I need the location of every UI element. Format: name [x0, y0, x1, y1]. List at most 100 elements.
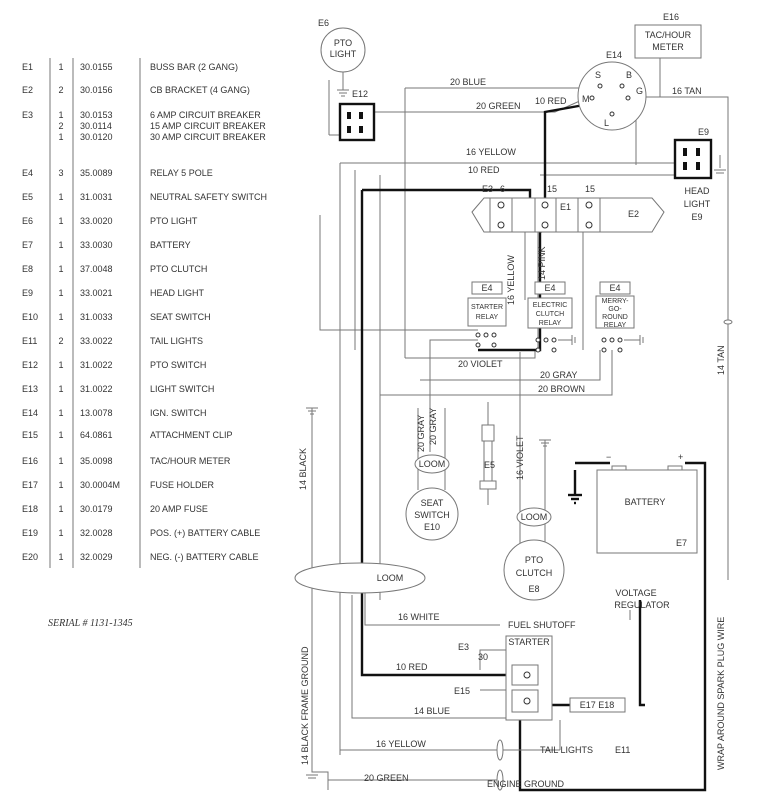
- parts-ref: E18: [22, 504, 38, 514]
- parts-ref: E20: [22, 552, 38, 562]
- pto-light-line1: PTO: [334, 38, 352, 48]
- parts-ref: E17: [22, 480, 38, 490]
- parts-desc: CB BRACKET (4 GANG): [150, 85, 250, 95]
- parts-part: 35.0089: [80, 168, 113, 178]
- pto-clutch: PTO CLUTCH E8: [503, 539, 565, 601]
- wire-20-violet: 20 VIOLET: [458, 359, 503, 369]
- e7-label: E7: [676, 538, 687, 548]
- head-light-line3: E9: [691, 212, 702, 222]
- loom-seat: LOOM: [419, 459, 446, 469]
- e3-top-label: E3: [482, 184, 493, 194]
- seat-switch-line3: E10: [424, 522, 440, 532]
- loom-clutch: LOOM: [521, 512, 548, 522]
- parts-part: 31.0033: [80, 312, 113, 322]
- starter-label: STARTER: [508, 637, 550, 647]
- parts-part: 30.0004M: [80, 480, 120, 490]
- battery-minus: −: [606, 452, 611, 462]
- parts-desc: BUSS BAR (2 GANG): [150, 62, 238, 72]
- ign-b: B: [626, 70, 632, 80]
- head-light-line2: LIGHT: [684, 199, 711, 209]
- parts-qty: 1: [58, 480, 63, 490]
- wire-14-tan: 14 TAN: [716, 345, 726, 375]
- wire-20-blue: 20 BLUE: [450, 77, 486, 87]
- ground-symbols: [306, 89, 726, 779]
- parts-qty: 1: [58, 528, 63, 538]
- wire-20-green-top: 20 GREEN: [476, 101, 521, 111]
- clutch-relay-line1: ELECTRIC: [533, 302, 568, 309]
- pto-clutch-line2: CLUTCH: [516, 568, 553, 578]
- wire-20-gray-v2: 20 GRAY: [428, 408, 438, 445]
- parts-ref: E8: [22, 264, 33, 274]
- head-light: E9 HEAD LIGHT E9: [673, 127, 713, 222]
- parts-part: 30.0156: [80, 85, 113, 95]
- clutch-relay-line2: CLUTCH: [536, 311, 564, 318]
- ignition-switch: E14 S B G M L: [577, 50, 647, 131]
- starter: E3 30 STARTER E15 E17 E18: [454, 635, 626, 721]
- parts-qty: 1: [58, 62, 63, 72]
- parts-ref: E4: [22, 168, 33, 178]
- parts-part: 35.0098: [80, 456, 113, 466]
- parts-qty: 2: [58, 336, 63, 346]
- head-light-line1: HEAD: [684, 186, 710, 196]
- parts-ref: E16: [22, 456, 38, 466]
- tail-lights: TAIL LIGHTS E11 ENGINE GROUND FUEL SHUTO…: [487, 620, 630, 791]
- parts-qty: 1: [58, 312, 63, 322]
- parts-ref: E11: [22, 336, 37, 346]
- parts-part: 31.0022: [80, 360, 113, 370]
- wire-16-yellow-bottom: 16 YELLOW: [376, 739, 426, 749]
- wire-labels: 20 BLUE 20 GREEN 10 RED 16 TAN 16 YELLOW…: [298, 77, 733, 783]
- parts-ref: E10: [22, 312, 38, 322]
- parts-ref: E1: [22, 62, 33, 72]
- parts-part: 33.0030: [80, 240, 113, 250]
- e1-label: E1: [560, 202, 571, 212]
- parts-desc: TAC/HOUR METER: [150, 456, 231, 466]
- parts-desc: IGN. SWITCH: [150, 408, 207, 418]
- parts-part: 30.0120: [80, 132, 113, 142]
- parts-ref: E9: [22, 288, 33, 298]
- parts-part: 37.0048: [80, 264, 113, 274]
- parts-qty: 1: [58, 384, 63, 394]
- circuit-breaker-bracket: E3 6 15 15 E1 E2: [471, 184, 665, 233]
- voltage-regulator: VOLTAGE REGULATOR: [614, 588, 670, 610]
- wire-16-violet: 16 VIOLET: [515, 435, 525, 480]
- e5-label: E5: [484, 460, 495, 470]
- parts-qty: 1: [58, 430, 63, 440]
- parts-desc: POS. (+) BATTERY CABLE: [150, 528, 260, 538]
- parts-desc: RELAY 5 POLE: [150, 168, 213, 178]
- parts-desc: TAIL LIGHTS: [150, 336, 203, 346]
- parts-part: 33.0021: [80, 288, 113, 298]
- thin-wires: [311, 58, 729, 790]
- tac-meter-line2: METER: [652, 42, 684, 52]
- parts-desc: FUSE HOLDER: [150, 480, 215, 490]
- tac-meter-line1: TAC/HOUR: [645, 30, 692, 40]
- parts-desc: 30 AMP CIRCUIT BREAKER: [150, 132, 266, 142]
- e11-label: E11: [615, 745, 630, 755]
- parts-ref: E12: [22, 360, 38, 370]
- battery-label: BATTERY: [625, 497, 666, 507]
- parts-desc: BATTERY: [150, 240, 191, 250]
- wire-14-blue: 14 BLUE: [414, 706, 450, 716]
- starter-relay-tag: E4: [481, 283, 492, 293]
- parts-desc: ATTACHMENT CLIP: [150, 430, 233, 440]
- parts-desc: 20 AMP FUSE: [150, 504, 208, 514]
- serial-number: SERIAL # 1131-1345: [48, 618, 133, 629]
- clutch-relay-tag: E4: [544, 283, 555, 293]
- wire-20-gray-v1: 20 GRAY: [416, 415, 426, 452]
- electric-clutch-relay: E4 ELECTRIC CLUTCH RELAY: [527, 281, 576, 353]
- parts-desc: 15 AMP CIRCUIT BREAKER: [150, 121, 266, 131]
- voltage-reg-line1: VOLTAGE: [615, 588, 656, 598]
- parts-qty: 1: [58, 132, 63, 142]
- e9-label: E9: [698, 127, 709, 137]
- parts-desc: NEUTRAL SAFETY SWITCH: [150, 192, 267, 202]
- e12-label: E12: [352, 89, 368, 99]
- parts-ref: E2: [22, 85, 33, 95]
- engine-ground: ENGINE GROUND: [487, 779, 565, 789]
- parts-qty: 1: [58, 408, 63, 418]
- parts-qty: 1: [58, 216, 63, 226]
- parts-part: 13.0078: [80, 408, 113, 418]
- parts-part: 30.0155: [80, 62, 113, 72]
- parts-part: 33.0022: [80, 336, 113, 346]
- merry-relay-line4: RELAY: [604, 322, 627, 329]
- battery-plus: +: [678, 452, 683, 462]
- merry-relay-line2: GO-: [608, 306, 622, 313]
